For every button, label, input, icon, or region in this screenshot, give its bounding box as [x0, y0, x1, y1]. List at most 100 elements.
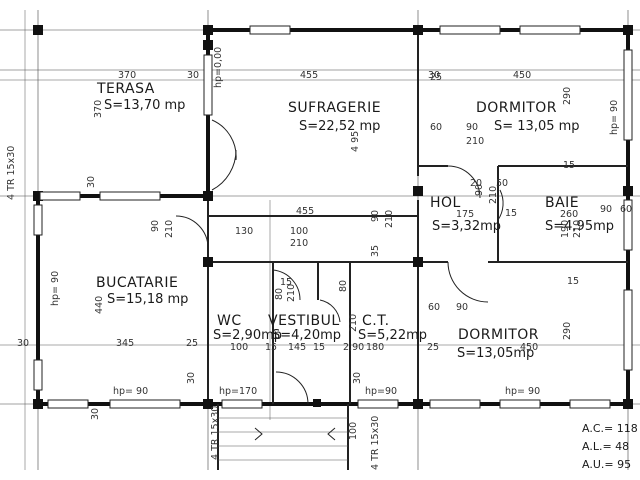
room-area-ct: S=5,22mp — [358, 328, 427, 343]
dim-hp-90: hp= 90 — [113, 386, 148, 397]
room-name-wc: WC — [217, 313, 242, 329]
dim-25: 25 — [186, 338, 198, 349]
room-name-dormitor-bottom: DORMITOR — [458, 327, 539, 343]
dim-345: 345 — [116, 338, 134, 349]
dim-stairs-terasa: 4 TR 15x30 — [6, 146, 17, 200]
dim-495: 4 95 — [350, 131, 361, 152]
dim-80: 80 — [338, 280, 349, 292]
dim-260: 260 — [560, 209, 578, 220]
entrance-steps — [217, 404, 349, 470]
dim-210: 210 — [348, 314, 359, 332]
dim-210: 210 — [290, 238, 308, 249]
room-area-wc: S=2,90mp — [213, 328, 282, 343]
dim-145: 145 — [288, 342, 306, 353]
dim-210: 210 — [488, 186, 499, 204]
dim-15: 15 — [265, 342, 277, 353]
dim-80: 80 — [274, 288, 285, 300]
dim-290: 2,90 — [343, 342, 364, 353]
dim-210: 210 — [572, 220, 583, 238]
dim-20: 20 — [470, 178, 482, 189]
doors — [175, 119, 504, 405]
dim-60: 60 — [428, 302, 440, 313]
pillars — [33, 25, 633, 409]
summary-ac: A.C.= 118 — [582, 422, 638, 435]
dim-30: 30 — [90, 408, 101, 420]
dim-455: 455 — [300, 70, 318, 81]
dim-15: 15 — [505, 208, 517, 219]
room-name-ct: C.T. — [362, 313, 390, 329]
dim-100: 100 — [348, 422, 359, 440]
room-labels: TERASA S=13,70 mp SUFRAGERIE S=22,52 mp … — [96, 81, 614, 361]
room-name-baie: BAIE — [545, 195, 579, 211]
room-area-vestibul: S=4,20mp — [272, 328, 341, 343]
dim-210: 210 — [286, 284, 297, 302]
dim-100: 100 — [290, 226, 308, 237]
dim-90: 90 — [466, 122, 478, 133]
room-name-bucatarie: BUCATARIE — [96, 275, 178, 291]
dim-60: 60 — [620, 204, 632, 215]
dim-455: 455 — [296, 206, 314, 217]
dim-25: 25 — [427, 342, 439, 353]
dim-130: 130 — [235, 226, 253, 237]
dim-stairs-entrance-right: 4 TR 15x30 — [370, 416, 381, 470]
dim-15: 15 — [567, 276, 579, 287]
dim-210: 210 — [384, 210, 395, 228]
dim-210: 210 — [164, 220, 175, 238]
dim-hp-170: hp=170 — [219, 386, 257, 397]
dim-hp-90: hp= 90 — [609, 100, 620, 135]
summary-al: A.L.= 48 — [582, 440, 629, 453]
dim-15: 15 — [280, 277, 292, 288]
dim-15: 15 — [313, 342, 325, 353]
dim-stairs-entrance-left: 4 TR 15x30 — [210, 406, 221, 460]
dim-hp-90: hp= 90 — [505, 386, 540, 397]
room-area-sufragerie: S=22,52 mp — [299, 119, 380, 134]
dim-15: 15 — [563, 160, 575, 171]
dim-30: 30 — [428, 70, 440, 81]
room-area-bucatarie: S=15,18 mp — [107, 292, 188, 307]
room-area-dormitor-bottom: S=13,05mp — [457, 346, 534, 361]
dim-90: 90 — [600, 204, 612, 215]
dim-90: 90 — [150, 220, 161, 232]
dim-90: 90 — [474, 184, 485, 196]
dim-30: 30 — [187, 70, 199, 81]
dim-450: 450 — [513, 70, 531, 81]
dim-30: 30 — [86, 176, 97, 188]
room-name-vestibul: VESTIBUL — [268, 313, 340, 329]
dim-370-vertical: 370 — [93, 100, 104, 118]
interior-walls — [207, 30, 628, 404]
dim-190: 190 — [560, 220, 571, 238]
dim-50: 50 — [496, 178, 508, 189]
dim-90: 90 — [370, 210, 381, 222]
dim-175: 175 — [456, 209, 474, 220]
dim-30: 30 — [17, 338, 29, 349]
dim-90: 90 — [456, 302, 468, 313]
dim-290: 290 — [562, 87, 573, 105]
dim-25: 25 — [430, 72, 442, 83]
dim-30: 30 — [186, 372, 197, 384]
room-name-sufragerie: SUFRAGERIE — [288, 100, 381, 116]
dim-35: 35 — [370, 245, 381, 257]
dim-440: 440 — [94, 296, 105, 314]
summary-au: A.U.= 95 — [582, 458, 631, 471]
dim-hp-90: hp=90 — [365, 386, 397, 397]
room-area-baie: S=4,95mp — [545, 219, 614, 234]
dim-30: 30 — [352, 372, 363, 384]
dim-hp-000: hp=0,00 — [213, 47, 224, 88]
dim-hp-90: hp= 90 — [50, 271, 61, 306]
dim-370: 370 — [118, 70, 136, 81]
dimension-labels: 370 30 455 30 450 370 hp= 90 hp=0,00 4 T… — [6, 47, 632, 470]
room-name-hol: HOL — [430, 195, 461, 211]
room-name-terasa: TERASA — [96, 81, 155, 97]
dim-180: 180 — [366, 342, 384, 353]
windows — [33, 25, 633, 409]
dim-210: 210 — [466, 136, 484, 147]
dim-60: 60 — [430, 122, 442, 133]
room-name-dormitor-top: DORMITOR — [476, 100, 557, 116]
room-area-dormitor-top: S= 13,05 mp — [494, 119, 580, 134]
room-area-terasa: S=13,70 mp — [104, 98, 185, 113]
dim-450: 450 — [520, 342, 538, 353]
room-area-hol: S=3,32mp — [432, 219, 501, 234]
area-summary: A.C.= 118 A.L.= 48 A.U.= 95 — [582, 422, 638, 471]
dim-100: 100 — [230, 342, 248, 353]
